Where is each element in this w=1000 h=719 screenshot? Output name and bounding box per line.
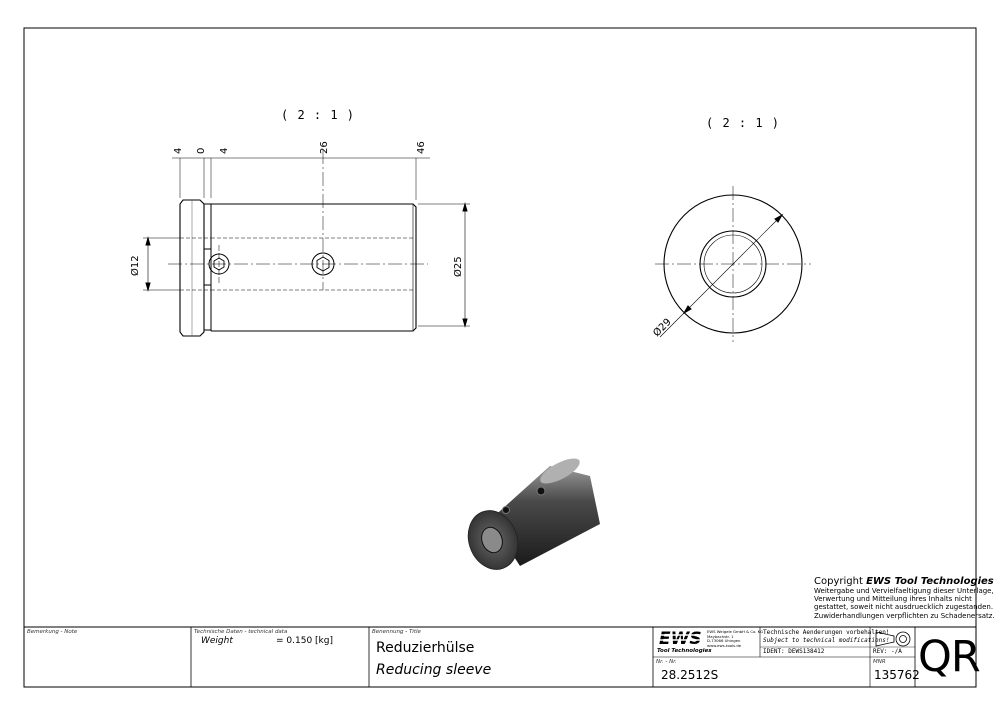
- dim-dia12: Ø12: [129, 255, 141, 276]
- remark-caption: Bemerkung - Note: [27, 629, 78, 635]
- dia29-arrow-lower: [682, 305, 692, 315]
- copyright-line-2: Verwertung und Mitteilung ihres Inhalts …: [814, 595, 972, 604]
- flange-outline: [179, 199, 205, 337]
- front-view-scale: ( 2 : 1 ): [706, 116, 781, 130]
- dia29-dim-line: [659, 216, 781, 338]
- iso-bore: [481, 526, 503, 554]
- address-line-2: Maybachstr. 1: [707, 633, 734, 639]
- front-view: [655, 186, 811, 342]
- copyright-brand: EWS Tool Technologies: [866, 576, 994, 587]
- copyright-title: Copyright EWS Tool Technologies: [814, 576, 995, 587]
- nr-caption: Nr. - Nr.: [656, 659, 677, 665]
- copyright-line-4: Zuwiderhandlungen verpflichten zu Schade…: [814, 611, 995, 620]
- side-view: [143, 150, 470, 337]
- dia12-arrow-bottom: [145, 282, 151, 292]
- dim-0: 0: [196, 148, 207, 154]
- title-english: Reducing sleeve: [376, 662, 492, 678]
- mnr-value: 135762: [874, 668, 920, 682]
- title-caption: Benennung - Title: [372, 629, 421, 635]
- isometric-view: [467, 458, 600, 570]
- dim-26: 26: [319, 141, 330, 154]
- address-line-3: D-73066 Uhingen: [707, 638, 741, 643]
- logo-text: EWS: [659, 629, 702, 649]
- weight-value: = 0.150 [kg]: [276, 636, 333, 646]
- dia25-arrow-bottom: [462, 318, 468, 328]
- changes-german: Technische Aenderungen vorbehalten!: [763, 629, 890, 636]
- address-line-1: EWS Weigele GmbH & Co. KG: [707, 629, 764, 634]
- groove-bottom: [203, 284, 212, 331]
- dim-4-right: 4: [219, 148, 230, 154]
- set-screw-right-outer: [311, 252, 335, 276]
- title-block-frame: [24, 626, 976, 687]
- ews-logo: EWS Tool Technologies: [657, 629, 712, 654]
- dim-dia25: Ø25: [452, 256, 464, 277]
- iso-screw-hole-1: [536, 486, 546, 496]
- projection-cone: [875, 631, 895, 647]
- iso-screw-hole-2: [502, 506, 510, 514]
- projection-circle-inner: [899, 635, 907, 643]
- iso-end-cap: [540, 458, 580, 484]
- dia25-arrow-top: [462, 202, 468, 212]
- copyright-line-3: gestattet, soweit nicht ausdruecklich zu…: [814, 603, 994, 612]
- techdata-caption: Technische Daten - technical data: [194, 629, 288, 635]
- side-view-scale: ( 2 : 1 ): [281, 108, 356, 122]
- address-line-4: www.ews-tools.de: [707, 642, 742, 648]
- dim-4-left: 4: [173, 148, 184, 154]
- copyright-block: Copyright EWS Tool Technologies Weiterga…: [814, 576, 995, 620]
- weight-label: Weight: [201, 636, 233, 646]
- body-outline: [211, 203, 417, 332]
- dim-dia29: Ø29: [651, 316, 674, 339]
- dia12-arrow-top: [145, 236, 151, 246]
- dim-46: 46: [416, 141, 427, 154]
- projection-symbol: [875, 631, 911, 647]
- logo-subtext: Tool Technologies: [657, 648, 712, 654]
- sheet-border: [23, 27, 977, 688]
- rev-field: REV: -/A: [873, 648, 902, 655]
- logo-box: [657, 629, 705, 645]
- copyright-line-1: Weitergabe und Vervielfaeltigung dieser …: [814, 587, 994, 595]
- title-german: Reduzierhülse: [376, 640, 475, 656]
- nr-value: 28.2512S: [661, 668, 719, 682]
- ident-field: IDENT: DEWS138412: [763, 648, 825, 655]
- projection-circle-outer: [895, 631, 911, 647]
- changes-english: Subject to technical modifications!: [763, 637, 890, 644]
- mnr-caption: MNR: [873, 659, 886, 665]
- copyright-prefix: Copyright: [814, 576, 863, 587]
- address-block: EWS Weigele GmbH & Co. KG Maybachstr. 1 …: [707, 629, 764, 648]
- dia29-arrow-upper: [774, 213, 784, 223]
- groove-top: [203, 203, 212, 250]
- qr-label: QR: [918, 632, 981, 682]
